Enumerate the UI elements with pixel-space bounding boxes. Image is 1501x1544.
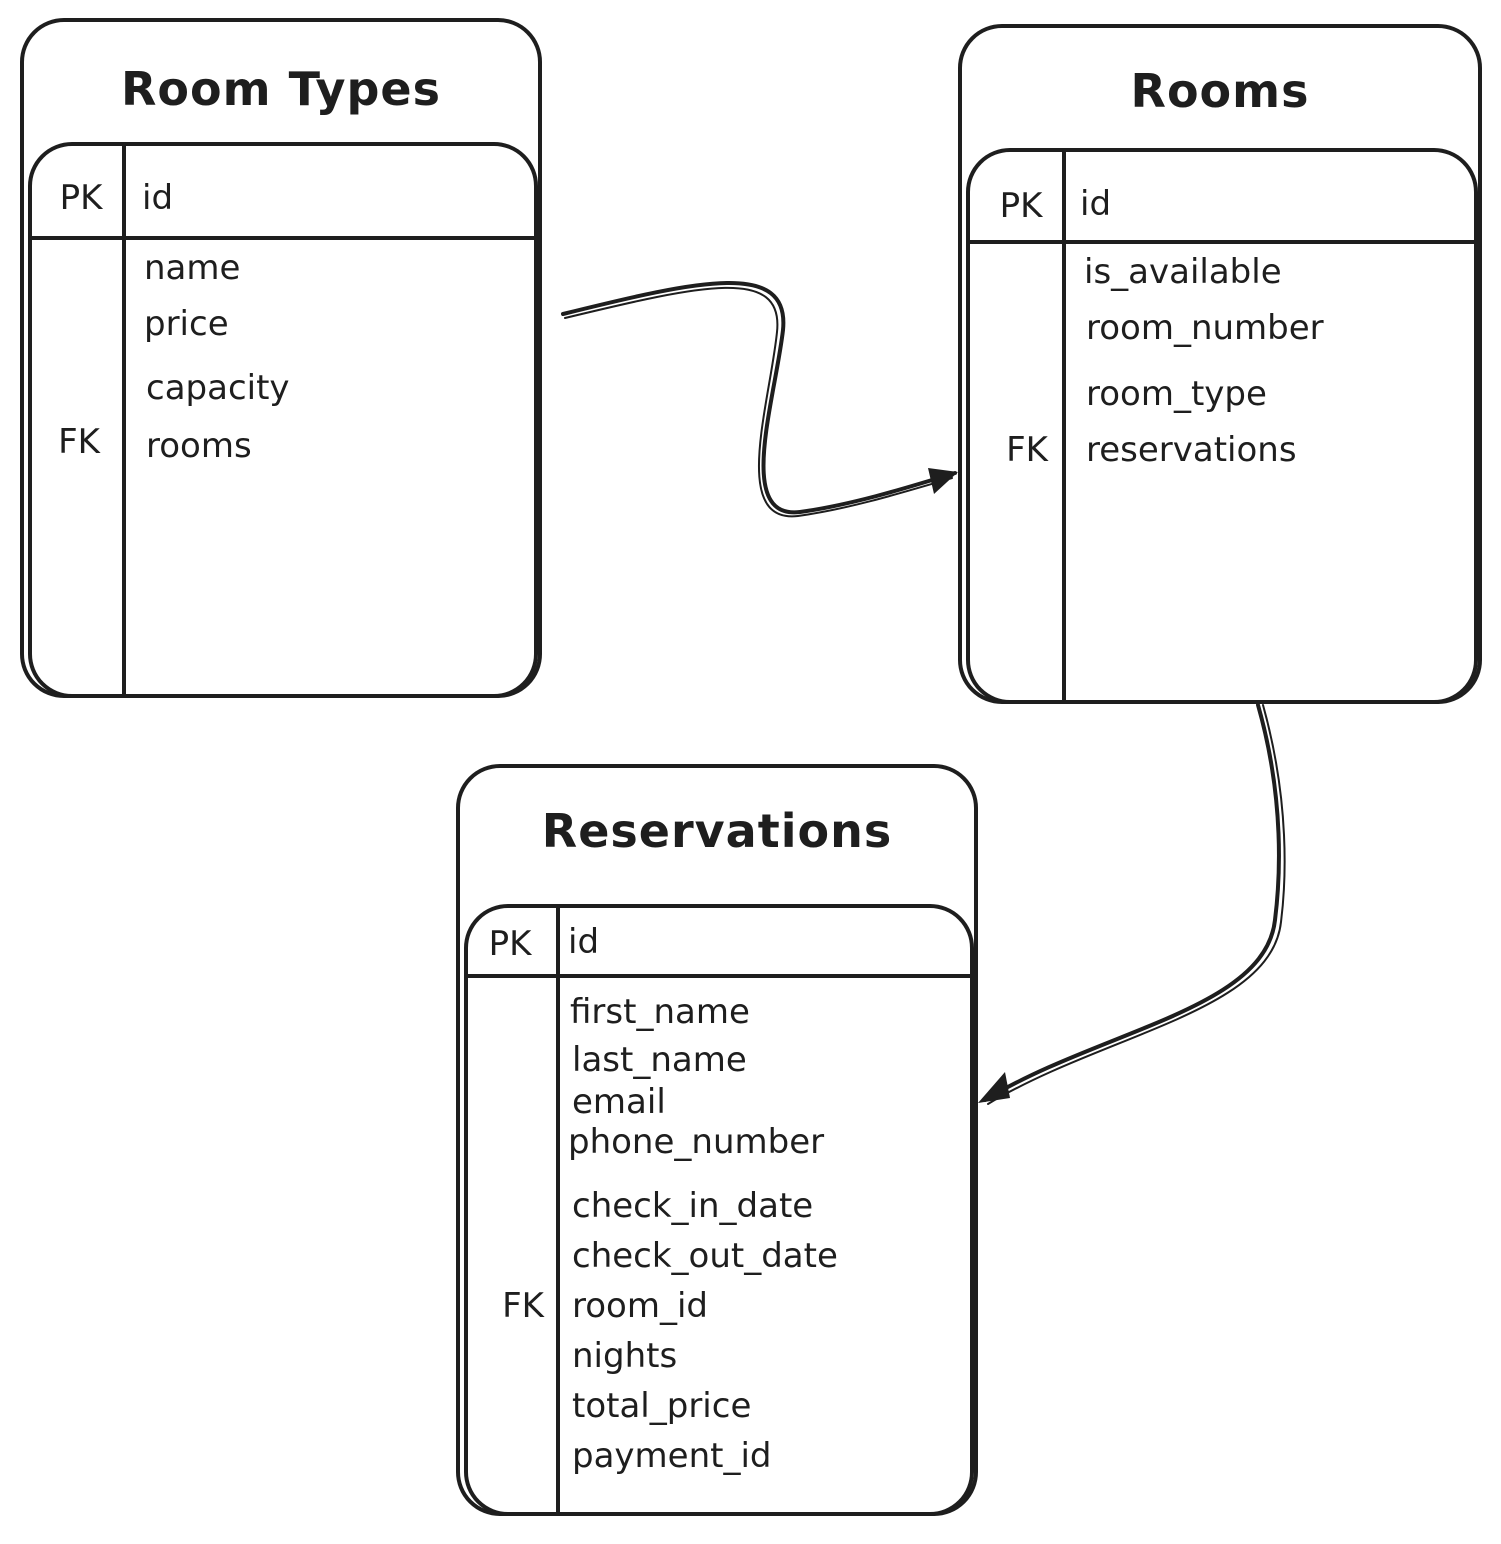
field-name: name: [144, 248, 241, 288]
field-reservations: reservations: [1086, 430, 1297, 470]
pk-divider: [28, 236, 538, 240]
pk-divider: [464, 974, 974, 978]
field-last-name: last_name: [572, 1040, 747, 1080]
pk-divider: [966, 240, 1478, 244]
field-check-out-date: check_out_date: [572, 1236, 838, 1276]
entity-attributes: PK id first_name last_name email phone_n…: [464, 904, 974, 1516]
field-price: price: [144, 304, 229, 344]
pk-label: PK: [999, 186, 1043, 226]
field-room-type: room_type: [1086, 374, 1267, 414]
pk-field: id: [142, 178, 174, 218]
fk-label: FK: [58, 422, 100, 462]
entity-attributes: PK id name price capacity FK rooms: [28, 142, 538, 698]
entity-attributes: PK id is_available room_number room_type…: [966, 148, 1478, 704]
fk-label: FK: [1006, 430, 1048, 470]
key-column-divider: [556, 904, 560, 1516]
entity-title: Room Types: [121, 62, 441, 116]
field-phone-number: phone_number: [568, 1122, 825, 1162]
field-room-id: room_id: [572, 1286, 708, 1326]
field-first-name: first_name: [570, 992, 750, 1032]
connector-room-types-to-rooms-sketch: [564, 286, 953, 518]
field-capacity: capacity: [146, 368, 290, 408]
field-check-in-date: check_in_date: [572, 1186, 814, 1226]
pk-label: PK: [488, 924, 532, 964]
connector-room-types-to-rooms: [561, 281, 957, 515]
arrowhead-rooms: [928, 468, 958, 494]
entity-title: Reservations: [541, 804, 893, 858]
field-total-price: total_price: [572, 1386, 752, 1426]
field-nights: nights: [572, 1336, 678, 1376]
connector-rooms-to-reservations-sketch: [987, 704, 1286, 1105]
fk-label: FK: [502, 1286, 544, 1326]
entity-rooms[interactable]: Rooms PK id is_available room_number roo…: [958, 24, 1482, 704]
field-payment-id: payment_id: [572, 1436, 772, 1476]
field-is-available: is_available: [1084, 252, 1282, 292]
field-room-number: room_number: [1086, 308, 1324, 348]
entity-reservations[interactable]: Reservations PK id first_name last_name …: [456, 764, 978, 1516]
entity-room-types[interactable]: Room Types PK id name price capacity FK …: [20, 18, 542, 698]
key-column-divider: [122, 142, 126, 698]
pk-label: PK: [59, 178, 103, 218]
connector-rooms-to-reservations: [983, 703, 1281, 1102]
key-column-divider: [1062, 148, 1066, 704]
arrowhead-reservations: [978, 1072, 1010, 1103]
pk-field: id: [568, 922, 600, 962]
field-email: email: [572, 1082, 666, 1122]
pk-field: id: [1080, 184, 1112, 224]
entity-title: Rooms: [1130, 64, 1310, 118]
field-rooms: rooms: [146, 426, 252, 466]
